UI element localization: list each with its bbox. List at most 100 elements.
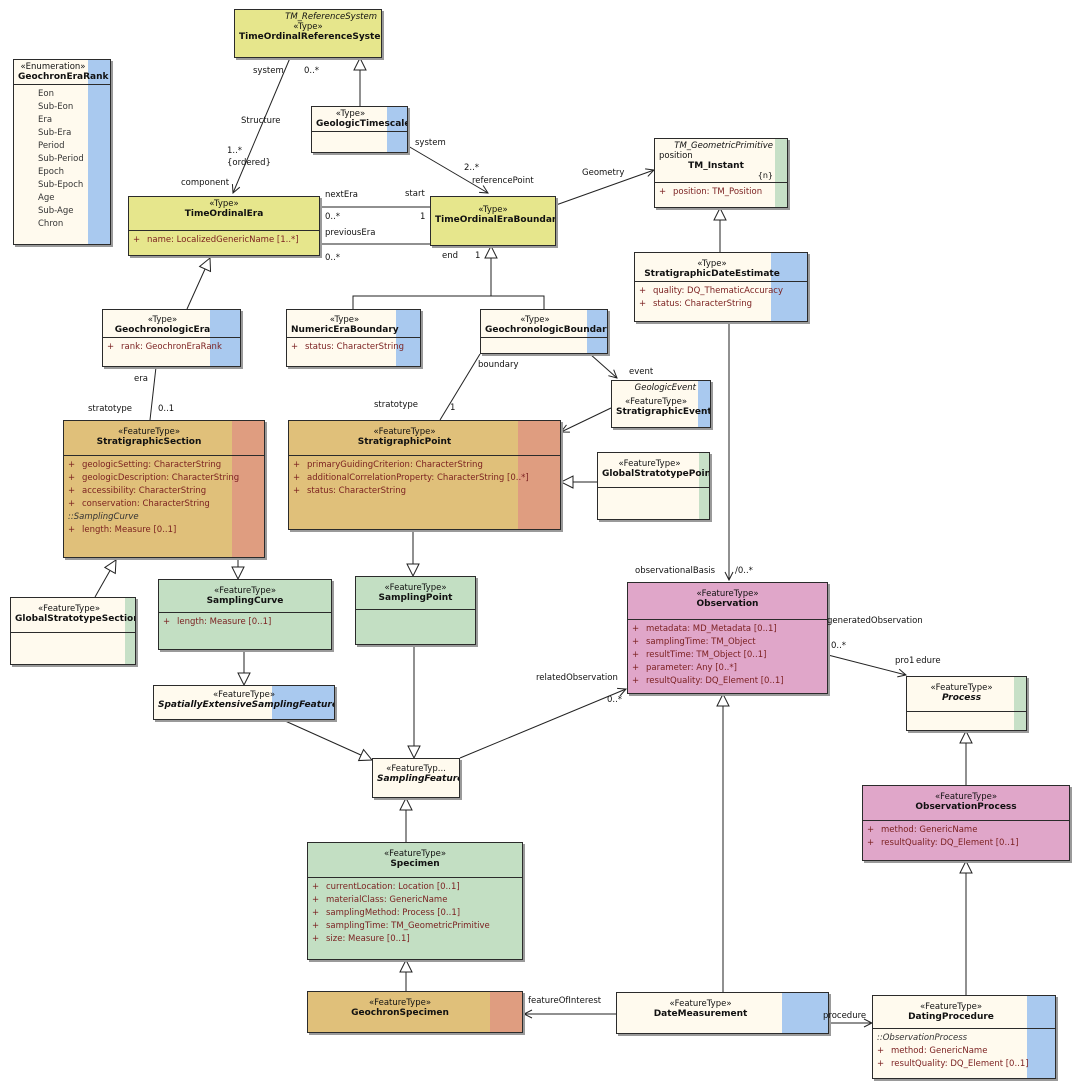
role-label: era xyxy=(134,374,148,384)
class-specimen[interactable]: «FeatureType» Specimen +currentLocation:… xyxy=(307,842,523,960)
class-observation[interactable]: «FeatureType» Observation +metadata: MD_… xyxy=(627,582,828,694)
role-label: featureOfInterest xyxy=(528,996,602,1006)
class-name: DatingProcedure xyxy=(908,1012,994,1022)
class-geologic-timescale[interactable]: «Type» GeologicTimescale xyxy=(311,106,408,153)
class-observation-process[interactable]: «FeatureType» ObservationProcess +method… xyxy=(862,785,1070,861)
class-process[interactable]: «FeatureType» Process xyxy=(906,676,1027,731)
stereotype: «FeatureType» xyxy=(919,1002,983,1012)
class-dating-procedure[interactable]: «FeatureType» DatingProcedure ::Observat… xyxy=(872,995,1056,1079)
class-name: DateMeasurement xyxy=(653,1009,748,1019)
stereotype: «Type» xyxy=(147,315,178,325)
class-geochron-era-rank[interactable]: «Enumeration» GeochronEraRank Eon Sub-Eo… xyxy=(13,59,111,245)
class-global-stratotype-point[interactable]: «FeatureType» GlobalStratotypePoint xyxy=(597,452,710,520)
attribute: +length: Measure [0..1] xyxy=(68,525,177,535)
role-label: pro xyxy=(895,656,909,666)
attribute: +samplingTime: TM_Object xyxy=(632,637,756,647)
class-spatially-extensive-sampling-feature[interactable]: «FeatureType» SpatiallyExtensiveSampling… xyxy=(153,685,335,720)
attributes-section: +geologicSetting: CharacterString +geolo… xyxy=(64,455,264,540)
assoc-timescale-refpoint xyxy=(407,145,488,193)
attributes-section: +length: Measure [0..1] xyxy=(159,612,331,632)
stereotype: «Type» xyxy=(209,199,239,209)
stereotype: «Type» xyxy=(478,205,508,215)
attribute: +name: LocalizedGenericName [1..*] xyxy=(133,235,299,245)
class-geochronologic-boundary[interactable]: «Type» GeochronologicBoundary xyxy=(480,309,608,354)
class-time-ordinal-reference-system[interactable]: TM_ReferenceSystem «Type» TimeOrdinalRef… xyxy=(234,9,382,58)
multiplicity-label: 1..* xyxy=(227,146,243,156)
class-sampling-curve[interactable]: «FeatureType» SamplingCurve +length: Mea… xyxy=(158,579,332,650)
attribute: +geologicDescription: CharacterString xyxy=(68,473,240,483)
attributes-section: +status: CharacterString xyxy=(287,337,420,357)
assoc-generated xyxy=(827,654,906,675)
class-sampling-point[interactable]: «FeatureType» SamplingPoint xyxy=(355,576,476,645)
class-color-stripe xyxy=(782,993,828,1033)
class-stratigraphic-point[interactable]: «FeatureType» StratigraphicPoint +primar… xyxy=(288,420,561,530)
class-name: ObservationProcess xyxy=(915,802,1017,812)
class-color-stripe xyxy=(396,310,420,366)
multiplicity-label: 0..* xyxy=(325,253,341,263)
stereotype: «FeatureType» xyxy=(696,589,759,599)
enum-literal: Epoch xyxy=(38,167,65,177)
class-color-stripe xyxy=(775,139,787,207)
role-label: nextEra xyxy=(325,190,358,200)
role-label: edure xyxy=(916,656,941,666)
class-name: GeochronologicBoundary xyxy=(485,325,608,335)
inherited-attribute-group: ::ObservationProcess xyxy=(877,1033,968,1043)
attributes-section: ::ObservationProcess +method: GenericNam… xyxy=(873,1028,1055,1074)
enum-literal: Period xyxy=(38,141,65,151)
role-label: end xyxy=(442,251,459,261)
multiplicity-label: 0..* xyxy=(831,641,847,651)
class-name: Process xyxy=(941,693,982,703)
gen-spatial-samplingfeature xyxy=(282,719,372,760)
stereotype: «FeatureType» xyxy=(383,849,447,859)
attributes-section: +name: LocalizedGenericName [1..*] xyxy=(129,230,319,250)
class-time-ordinal-era-boundary[interactable]: «Type» TimeOrdinalEraBoundary xyxy=(430,196,556,246)
role-label: event xyxy=(629,367,654,377)
class-stratigraphic-date-estimate[interactable]: «Type» StratigraphicDateEstimate +qualit… xyxy=(634,252,808,322)
class-color-stripe xyxy=(88,60,110,244)
class-stratigraphic-section[interactable]: «FeatureType» StratigraphicSection +geol… xyxy=(63,420,265,558)
class-name: TimeOrdinalEraBoundary xyxy=(435,215,556,225)
enum-literal: Era xyxy=(38,115,53,125)
class-name: GeochronEraRank xyxy=(18,72,109,82)
attribute: +primaryGuidingCriterion: CharacterStrin… xyxy=(293,460,483,470)
class-color-stripe xyxy=(587,310,607,353)
attributes-section: +primaryGuidingCriterion: CharacterStrin… xyxy=(289,455,560,501)
multiplicity-label: 0..1 xyxy=(158,404,175,414)
class-name: StratigraphicPoint xyxy=(357,437,452,447)
association-label: Geometry xyxy=(582,168,625,178)
stereotype: «Type» xyxy=(697,259,727,269)
class-tm-instant[interactable]: TM_GeometricPrimitive position TM_Instan… xyxy=(654,138,788,208)
assoc-geometry xyxy=(555,170,654,206)
class-date-measurement[interactable]: «FeatureType» DateMeasurement xyxy=(616,992,829,1034)
class-name: GeochronologicEra xyxy=(114,325,211,335)
attribute: +resultQuality: DQ_Element [0..1] xyxy=(877,1059,1029,1069)
stereotype: «Type» xyxy=(335,109,366,119)
class-numeric-era-boundary[interactable]: «Type» NumericEraBoundary +status: Chara… xyxy=(286,309,421,367)
attribute: +samplingMethod: Process [0..1] xyxy=(312,908,461,918)
constraint-label: {ordered} xyxy=(227,158,271,168)
inherited-attribute-group: ::SamplingCurve xyxy=(68,512,139,522)
attributes-section xyxy=(598,487,709,512)
attribute: +accessibility: CharacterString xyxy=(68,486,207,496)
multiplicity-label: 0..* xyxy=(607,695,623,705)
class-stratigraphic-event[interactable]: GeologicEvent «FeatureType» Stratigraphi… xyxy=(611,380,711,428)
stereotype: «Enumeration» xyxy=(20,62,86,72)
enum-literal: Sub-Eon xyxy=(38,102,74,112)
attributes-section: +rank: GeochronEraRank xyxy=(103,337,240,357)
attributes-section: +currentLocation: Location [0..1] +mater… xyxy=(308,877,522,949)
class-name: GeochronSpecimen xyxy=(351,1008,449,1018)
class-geochron-specimen[interactable]: «FeatureType» GeochronSpecimen xyxy=(307,991,523,1033)
class-geochronologic-era[interactable]: «Type» GeochronologicEra +rank: Geochron… xyxy=(102,309,241,367)
class-time-ordinal-era[interactable]: «Type» TimeOrdinalEra +name: LocalizedGe… xyxy=(128,196,320,256)
multiplicity-label: /0..* xyxy=(735,566,753,576)
attributes-section xyxy=(356,609,475,644)
gen-boundaries-eraboundary xyxy=(352,246,545,309)
gen-geoera-timeera xyxy=(186,258,210,310)
class-color-stripe xyxy=(518,421,560,529)
class-color-stripe xyxy=(232,421,264,557)
attribute: +parameter: Any [0..*] xyxy=(632,663,737,673)
stereotype: «FeatureType» xyxy=(930,683,993,693)
class-sampling-feature[interactable]: «FeatureTyp... SamplingFeature xyxy=(372,758,460,798)
assoc-related xyxy=(459,689,626,759)
class-global-stratotype-section[interactable]: «FeatureType» GlobalStratotypeSection xyxy=(10,597,136,665)
